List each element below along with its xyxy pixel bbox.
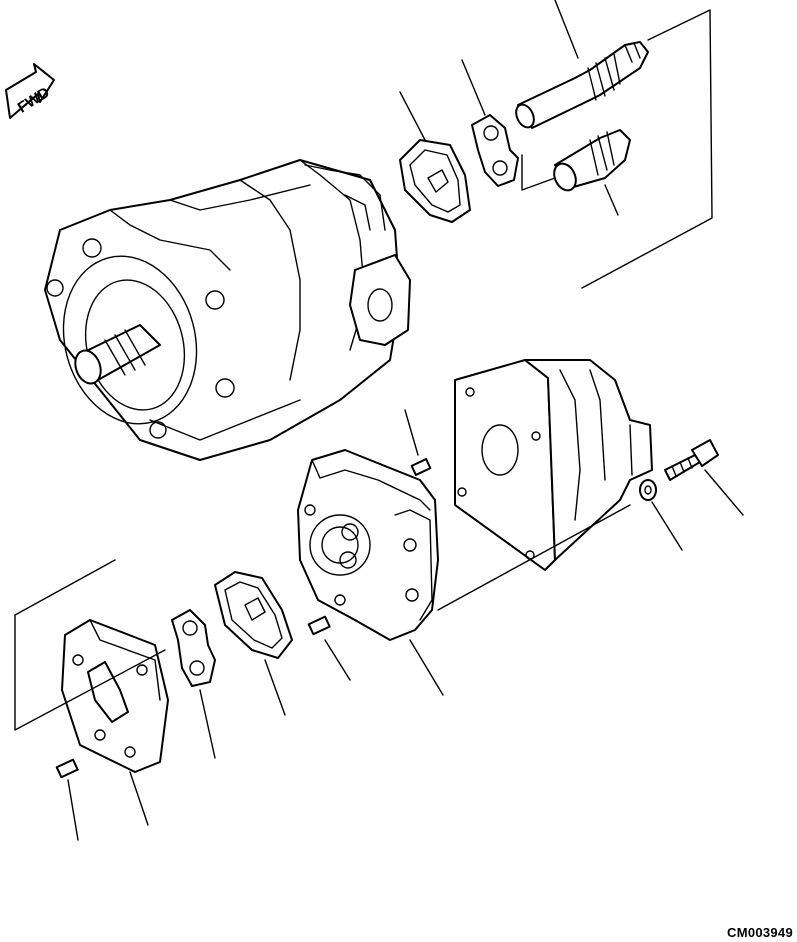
group-bracket (521, 154, 556, 191)
leader-line (199, 689, 216, 759)
leader-line (409, 639, 444, 696)
drawing-number: CM003949 (727, 925, 793, 940)
washer (639, 479, 683, 551)
dowel-pin-upper (404, 409, 432, 476)
drive-gear-shaft (515, 0, 649, 129)
upper-wear-plate (461, 59, 519, 187)
group-bracket (437, 504, 631, 611)
rear-pump-section (454, 359, 653, 571)
group-bracket (14, 559, 166, 731)
leader-line (704, 469, 744, 516)
leader-line (651, 501, 683, 551)
group-bracket (581, 9, 713, 289)
lower-wear-plate (171, 609, 216, 759)
leader-line (399, 91, 426, 141)
dowel-pin-lower (55, 758, 79, 841)
leader-line (604, 184, 619, 216)
driven-gear (553, 129, 631, 216)
mounting-bolt (664, 439, 744, 516)
fwd-label: FWD (15, 84, 53, 117)
dowel-pin-middle (307, 615, 351, 681)
lower-gasket (214, 571, 293, 716)
leader-line (264, 659, 286, 716)
leader-line (461, 59, 486, 116)
leader-line (129, 771, 149, 826)
fwd-arrow-icon: FWD (5, 63, 55, 119)
main-pump-body (44, 159, 411, 461)
leader-line (67, 779, 79, 841)
upper-gasket (399, 91, 471, 223)
leader-line (324, 639, 351, 681)
leader-line (404, 409, 419, 456)
front-flange (61, 619, 169, 826)
middle-gear-housing (297, 449, 444, 696)
leader-line (554, 0, 579, 59)
